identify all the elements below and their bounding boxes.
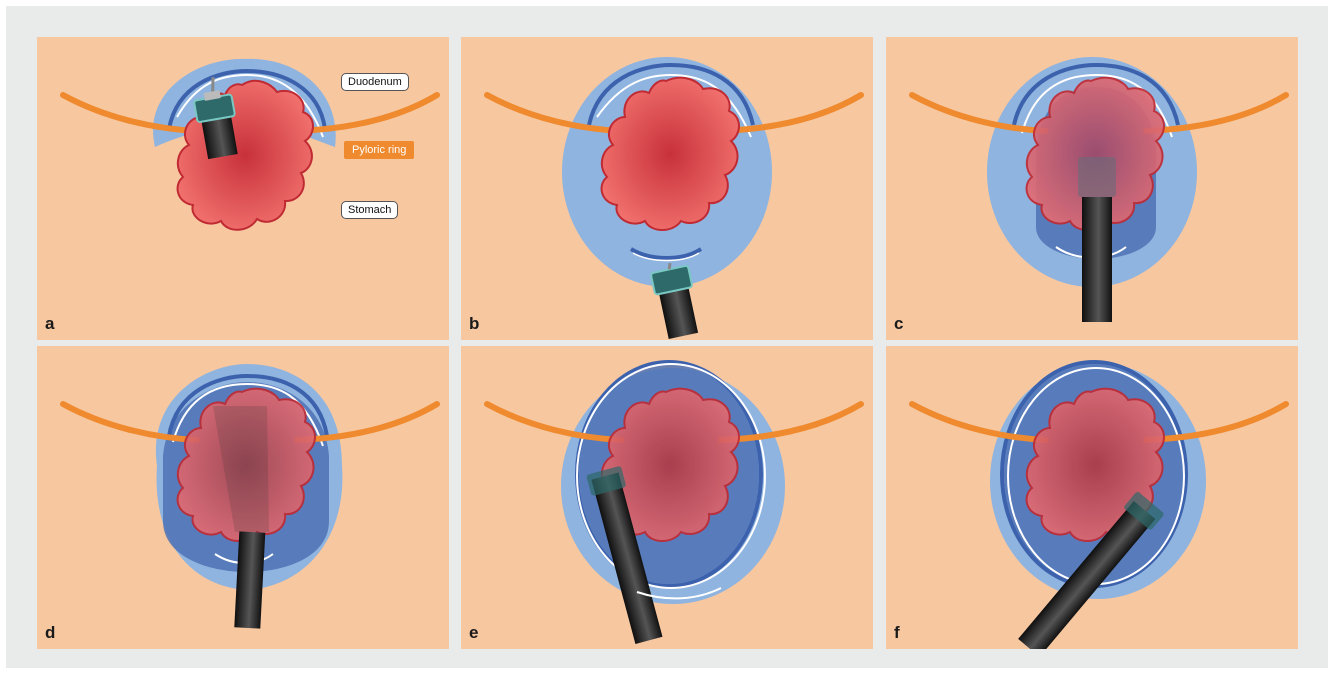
panel-e: e	[461, 346, 873, 649]
panel-letter: a	[45, 314, 54, 334]
panel-b-illustration	[461, 37, 873, 340]
duodenum-label: Duodenum	[341, 73, 409, 91]
panel-letter: d	[45, 623, 55, 643]
panel-letter: f	[894, 623, 900, 643]
stomach-label: Stomach	[341, 201, 398, 219]
pyloric-ring-label: Pyloric ring	[344, 141, 414, 159]
endoscope-cap	[1078, 157, 1116, 197]
panel-letter: b	[469, 314, 479, 334]
panel-c: c	[886, 37, 1298, 340]
panel-c-illustration	[886, 37, 1298, 340]
panel-letter: e	[469, 623, 478, 643]
panel-letter: c	[894, 314, 903, 334]
panel-b: b	[461, 37, 873, 340]
panel-e-illustration	[461, 346, 873, 649]
endoscope	[234, 531, 265, 628]
panel-f-illustration	[886, 346, 1298, 649]
panel-f: f	[886, 346, 1298, 649]
figure-frame: Duodenum Pyloric ring Stomach a	[6, 6, 1328, 668]
panel-d-illustration	[37, 346, 449, 649]
panel-d: d	[37, 346, 449, 649]
panel-a: Duodenum Pyloric ring Stomach a	[37, 37, 449, 340]
endoscope	[1082, 197, 1112, 322]
